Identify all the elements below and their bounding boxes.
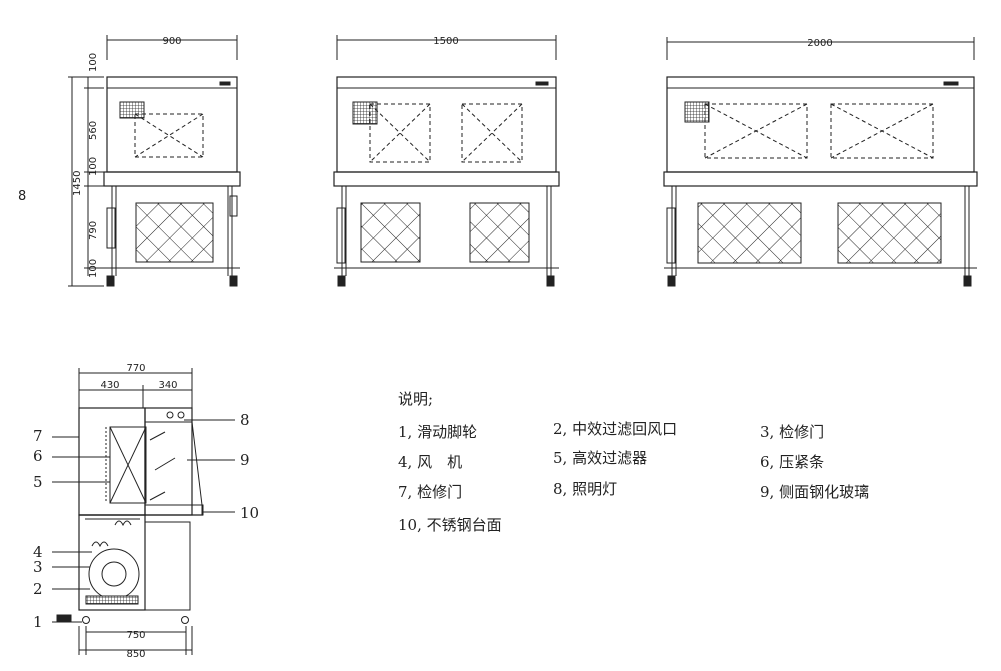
callout-8: 8: [240, 411, 250, 429]
dim-750: 750: [126, 630, 145, 641]
dim-900: 900: [162, 36, 181, 47]
legend-item-10: 10, 不锈钢台面: [398, 516, 502, 534]
dim-1500: 1500: [433, 36, 458, 47]
dim-100-mid: 100: [88, 157, 99, 176]
dim-790: 790: [88, 221, 99, 240]
dim-560: 560: [88, 121, 99, 140]
dim-100-bot: 100: [88, 259, 99, 278]
legend-item-8: 8, 照明灯: [553, 480, 618, 498]
legend-item-6: 6, 压紧条: [760, 453, 825, 471]
callout-4: 4: [33, 543, 43, 561]
callout-10: 10: [240, 504, 259, 522]
callout-3: 3: [33, 558, 43, 576]
callout-6: 6: [33, 447, 43, 465]
legend-item-5: 5, 高效过滤器: [553, 449, 648, 467]
legend-item-2: 2, 中效过滤回风口: [553, 420, 678, 438]
front-view-2000: [663, 37, 978, 287]
dim-2000: 2000: [807, 38, 832, 49]
callout-9: 9: [240, 451, 250, 469]
callout-5: 5: [33, 473, 43, 491]
callout-7: 7: [33, 427, 43, 445]
stray-number: 8: [18, 189, 26, 204]
side-view: [52, 368, 235, 655]
legend-item-1: 1, 滑动脚轮: [398, 423, 478, 441]
dim-770: 770: [126, 363, 145, 374]
legend-item-3: 3, 检修门: [760, 423, 825, 441]
callout-2: 2: [33, 580, 43, 598]
legend-item-4: 4, 风 机: [398, 453, 463, 471]
dim-340: 340: [158, 380, 177, 391]
dim-1450: 1450: [72, 171, 83, 196]
front-view-900: [68, 35, 241, 287]
dim-100-top: 100: [88, 53, 99, 72]
legend-item-7: 7, 检修门: [398, 483, 463, 501]
dim-850: 850: [126, 649, 145, 660]
callout-1: 1: [33, 613, 43, 631]
front-view-1500: [333, 35, 560, 287]
legend-title: 说明;: [398, 390, 434, 408]
dim-430: 430: [100, 380, 119, 391]
legend-item-9: 9, 侧面钢化玻璃: [760, 483, 870, 501]
